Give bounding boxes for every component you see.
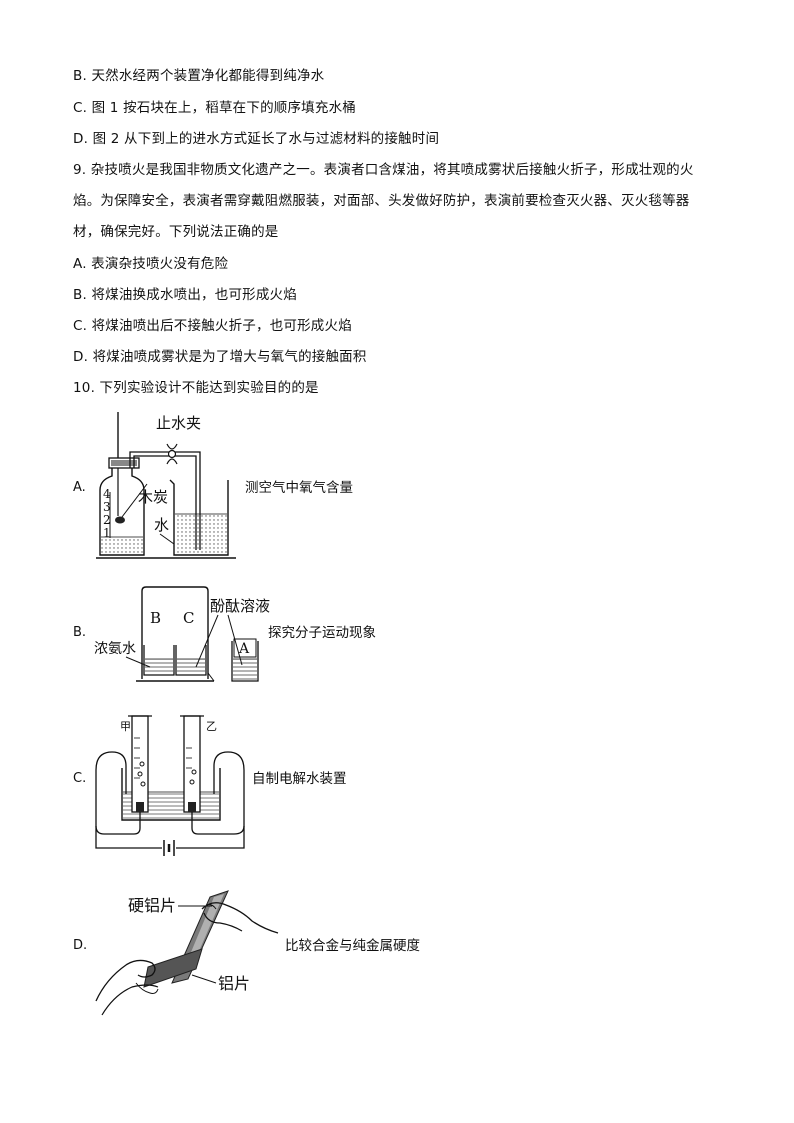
q9-option-c: C. 将煤油喷出后不接触火折子，也可形成火焰 bbox=[73, 318, 352, 334]
q8-option-c: C. 图 1 按石块在上，稻草在下的顺序填充水桶 bbox=[73, 100, 356, 116]
scale-2: 2 bbox=[103, 513, 111, 527]
figure-b-molecule-motion: B C A 酚酞溶液 浓氨水 bbox=[94, 586, 270, 682]
label-clamp: 止水夹 bbox=[156, 414, 201, 432]
q10-option-c-caption: 自制电解水装置 bbox=[252, 771, 347, 787]
q10-option-d-caption: 比较合金与纯金属硬度 bbox=[285, 938, 420, 954]
q10-option-a-caption: 测空气中氧气含量 bbox=[245, 480, 353, 496]
figure-a-oxygen-apparatus: 4 3 2 1 木炭 止水夹 水 bbox=[96, 412, 236, 559]
label-hard-aluminum: 硬铝片 bbox=[128, 896, 176, 915]
q10-option-d-letter: D. bbox=[73, 938, 88, 953]
q8-option-d: D. 图 2 从下到上的进水方式延长了水与过滤材料的接触时间 bbox=[73, 131, 440, 147]
q9-stem-line-2: 焰。为保障安全，表演者需穿戴阻燃服装，对面部、头发做好防护，表演前要检查灭火器、… bbox=[73, 193, 690, 209]
label-phenolphthalein: 酚酞溶液 bbox=[210, 597, 270, 615]
tube-right-label: 乙 bbox=[206, 720, 217, 733]
cup-b-label: B bbox=[150, 609, 161, 627]
q10-stem: 10. 下列实验设计不能达到实验目的的是 bbox=[73, 380, 319, 396]
q10-option-c-letter: C. bbox=[73, 771, 87, 786]
scale-1: 1 bbox=[103, 526, 111, 540]
scale-4: 4 bbox=[103, 487, 111, 501]
figure-c-electrolysis: 甲 乙 bbox=[95, 715, 245, 856]
q10-option-a-letter: A. bbox=[73, 480, 86, 495]
q9-option-a: A. 表演杂技喷火没有危险 bbox=[73, 256, 229, 272]
q9-option-d: D. 将煤油喷成雾状是为了增大与氧气的接触面积 bbox=[73, 349, 367, 365]
label-ammonia: 浓氨水 bbox=[94, 641, 136, 657]
q9-stem-line-3: 材，确保完好。下列说法正确的是 bbox=[73, 224, 279, 240]
label-aluminum: 铝片 bbox=[218, 974, 250, 993]
q10-option-b-letter: B. bbox=[73, 625, 87, 640]
q10-option-b-caption: 探究分子运动现象 bbox=[268, 625, 376, 641]
q9-option-b: B. 将煤油换成水喷出，也可形成火焰 bbox=[73, 287, 297, 303]
q8-option-b: B. 天然水经两个装置净化都能得到纯净水 bbox=[73, 68, 325, 84]
tube-left-label: 甲 bbox=[120, 720, 131, 733]
q9-stem-line-1: 9. 杂技喷火是我国非物质文化遗产之一。表演者口含煤油，将其喷成雾状后接触火折子… bbox=[73, 162, 694, 178]
figure-d-hardness-compare: 硬铝片 铝片 bbox=[95, 890, 279, 1016]
label-charcoal: 木炭 bbox=[138, 488, 168, 506]
scale-3: 3 bbox=[103, 500, 111, 514]
cup-a-label: A bbox=[238, 641, 250, 657]
label-water: 水 bbox=[154, 516, 169, 534]
cup-c-label: C bbox=[183, 609, 194, 627]
